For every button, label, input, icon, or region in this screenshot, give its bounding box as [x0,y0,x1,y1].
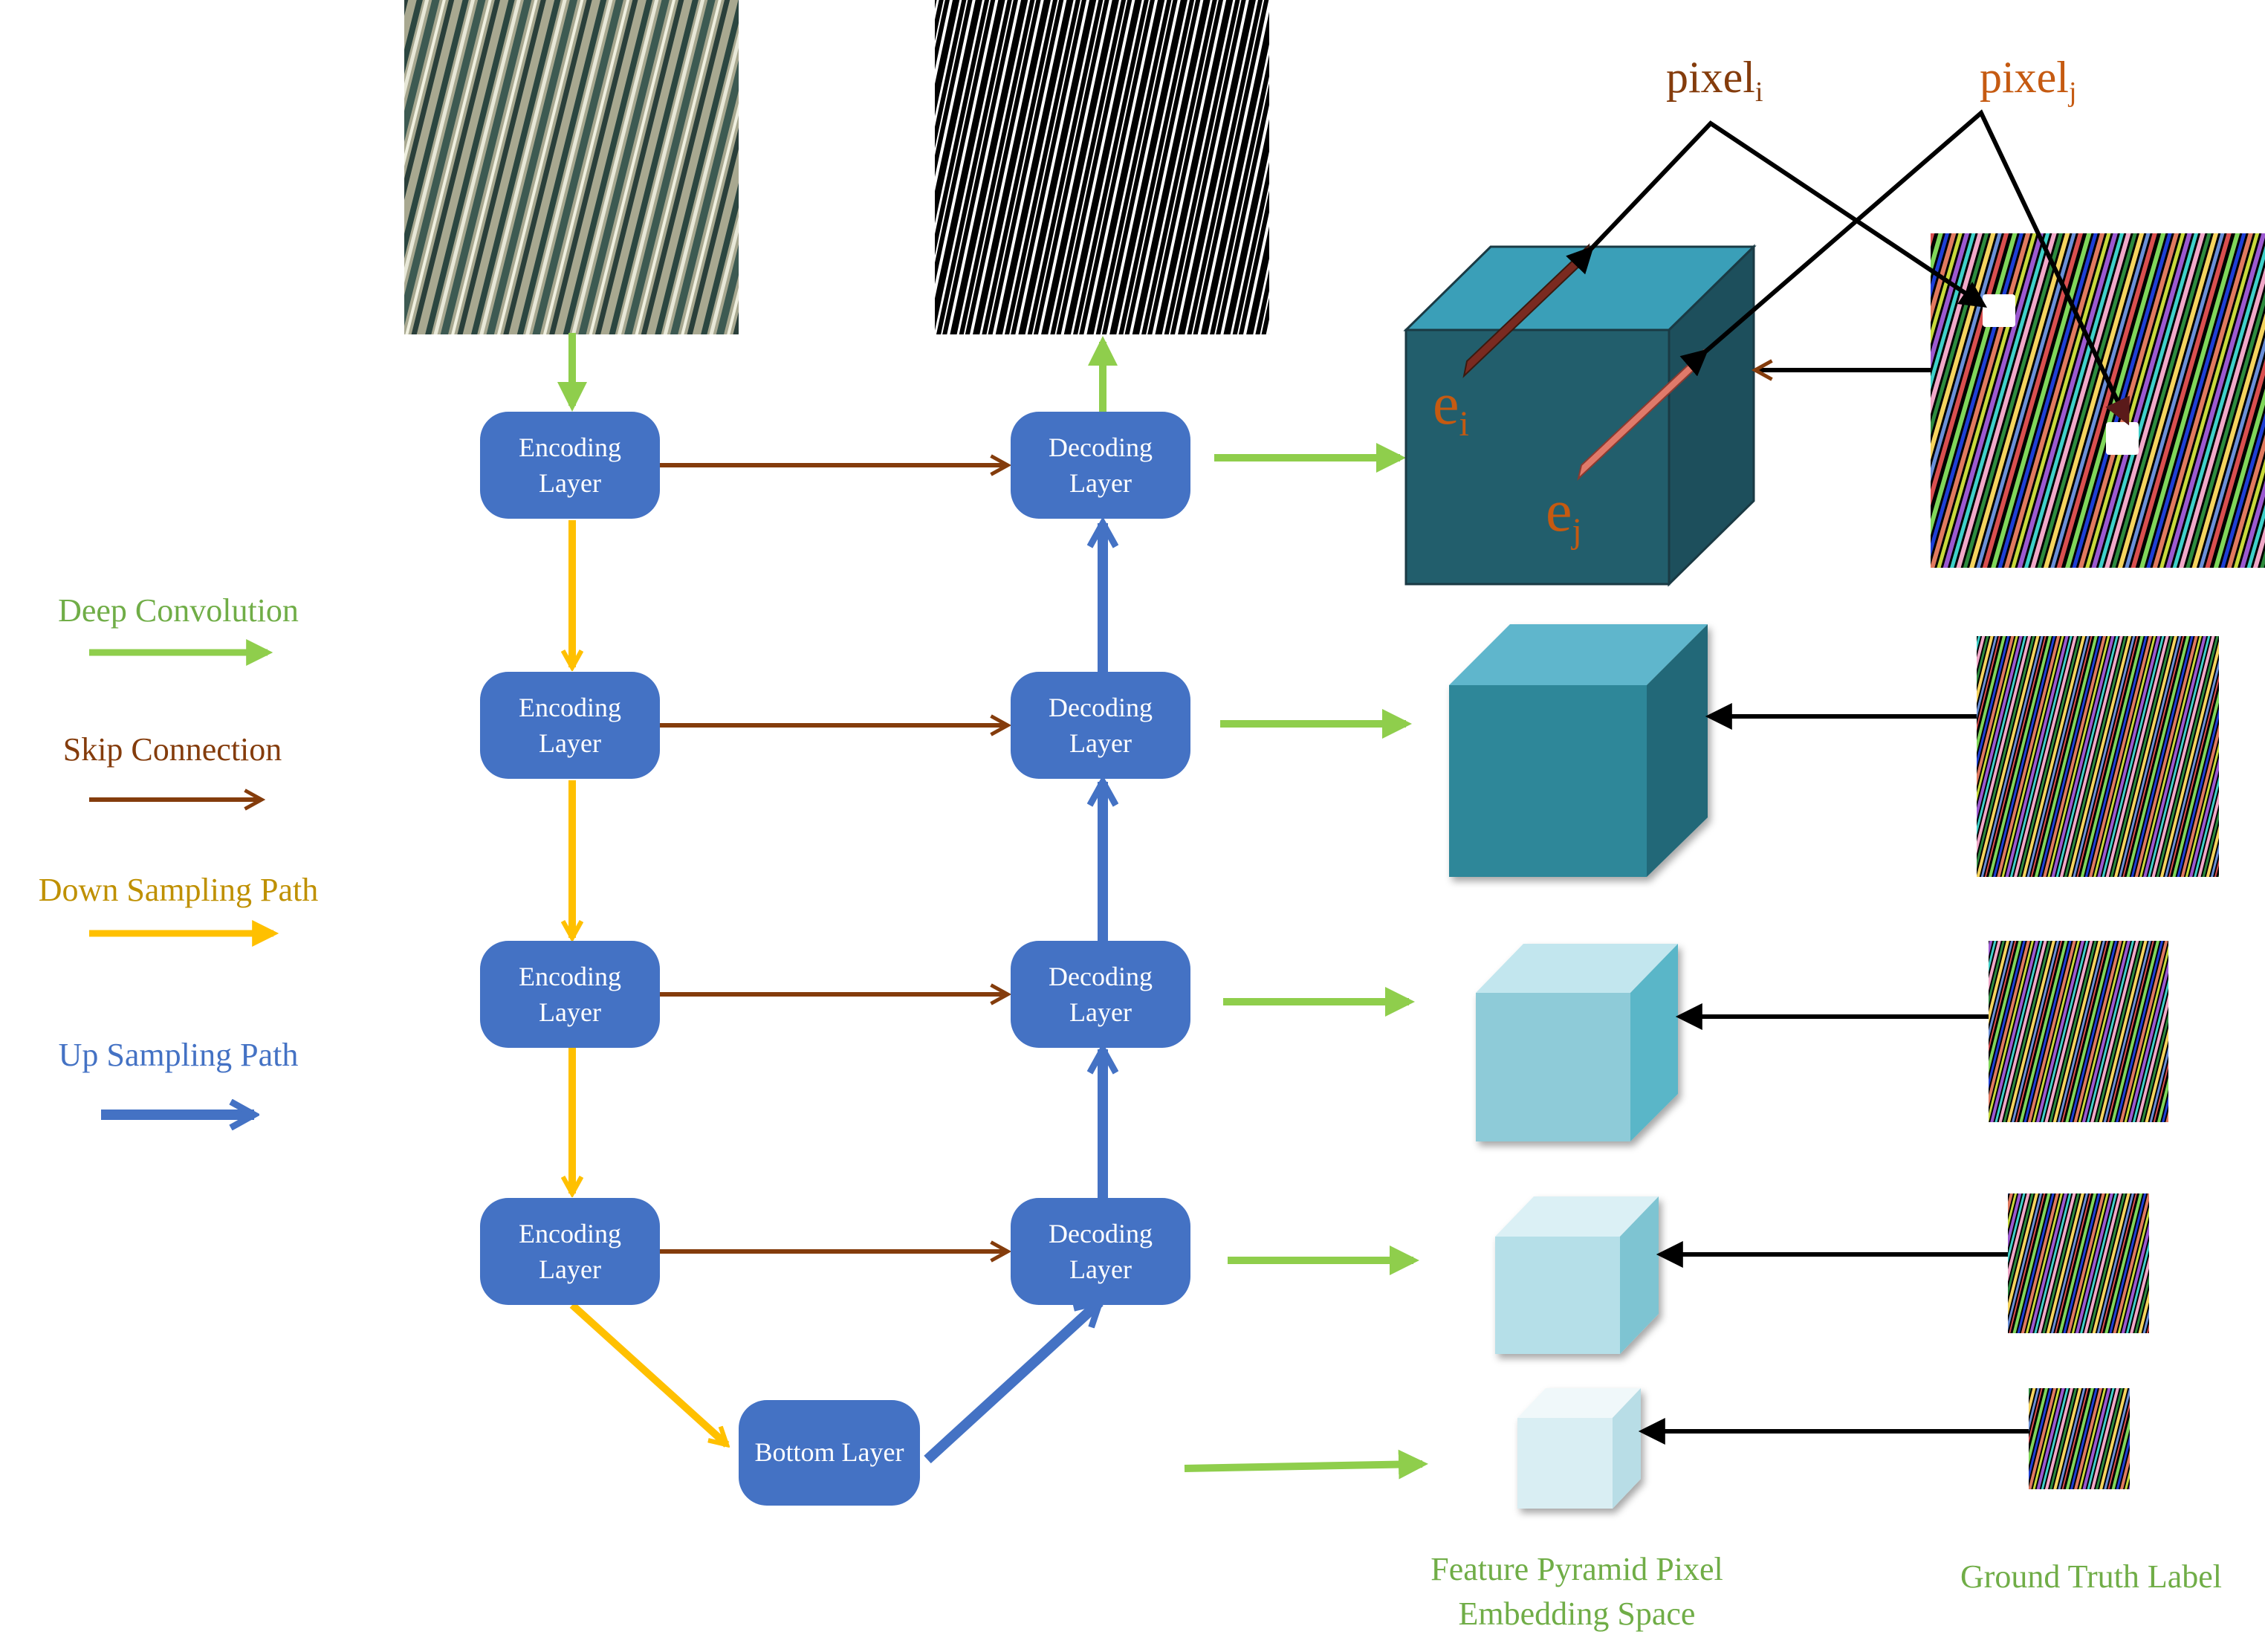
decoding-layer-2-sublabel: Layer [1069,728,1132,758]
embedding-space-caption-line2: Embedding Space [1459,1596,1696,1632]
encoding-layer-4-label: Encoding [519,1219,621,1248]
encoding-layer-2-sublabel: Layer [539,728,601,758]
encoding-layer-1-label: Encoding [519,433,621,462]
decoding-layer-1: Decoding Layer [1011,412,1190,519]
decoding-layer-4: Decoding Layer [1011,1198,1190,1305]
decoding-layer-3-sublabel: Layer [1069,997,1132,1027]
pixel-i-marker [1983,294,2015,327]
legend-deep-convolution-label: Deep Convolution [58,592,299,629]
pixel-j-marker [2106,422,2139,455]
pixel-j-label: pixelj [1980,53,2077,108]
encoding-layer-2: Encoding Layer [480,672,660,779]
encoding-layer-1: Encoding Layer [480,412,660,519]
embedding-cube-2 [1449,624,1708,877]
ground-truth-image-3 [1989,941,2168,1122]
embedding-cube-5 [1517,1388,1641,1509]
decoding-layer-2-label: Decoding [1049,693,1153,722]
legend-up-sampling-label: Up Sampling Path [59,1037,299,1073]
embedding-j-label: ej [1546,479,1582,551]
decoding-layer-3: Decoding Layer [1011,941,1190,1048]
decoding-layer-1-sublabel: Layer [1069,468,1132,498]
ground-truth-caption: Ground Truth Label [1960,1558,2222,1595]
bottom-layer: Bottom Layer [739,1400,920,1506]
encoding-layer-3-label: Encoding [519,962,621,991]
pixel-i-label: pixeli [1666,53,1763,108]
embedding-vector-i [1462,243,1590,378]
bottom-layer-label: Bottom Layer [755,1437,904,1467]
embedding-cube-3 [1476,944,1678,1141]
ground-truth-image-2 [1977,636,2219,877]
decoder-to-embedding-arrow-5 [1184,1449,1428,1480]
ground-truth-image-1 [1931,233,2265,568]
input-image [404,0,739,334]
decoding-layer-4-label: Decoding [1049,1219,1153,1248]
encoding-layer-4: Encoding Layer [480,1198,660,1305]
encoding-layer-3-sublabel: Layer [539,997,601,1027]
decoding-layer-4-sublabel: Layer [1069,1254,1132,1284]
decoding-layer-2: Decoding Layer [1011,672,1190,779]
up-sampling-arrow-1 [924,1302,1100,1464]
ground-truth-image-4 [2008,1193,2149,1333]
embedding-space-caption-line1: Feature Pyramid Pixel [1430,1551,1723,1587]
encoding-layer-3: Encoding Layer [480,941,660,1048]
pixel-i-pointer [1566,120,1987,308]
encoding-layer-1-sublabel: Layer [539,468,601,498]
down-sampling-arrow-4 [569,1302,727,1445]
embedding-cube-4 [1495,1196,1659,1354]
network-connections [557,333,1428,1480]
decoding-layer-3-label: Decoding [1049,962,1153,991]
legend-skip-connection-label: Skip Connection [63,731,282,768]
embedding-i-label: ei [1433,372,1469,444]
legend: Deep Convolution Skip Connection Down Sa… [39,592,318,1115]
decoding-layer-1-label: Decoding [1049,433,1153,462]
legend-down-sampling-label: Down Sampling Path [39,872,318,908]
output-segmentation-image [935,0,1269,334]
encoding-layer-2-label: Encoding [519,693,621,722]
pixel-j-pointer [1679,109,2130,426]
pixel-pointers [1566,109,2130,426]
ground-truth-image-5 [2029,1388,2130,1489]
encoding-layer-4-sublabel: Layer [539,1254,601,1284]
